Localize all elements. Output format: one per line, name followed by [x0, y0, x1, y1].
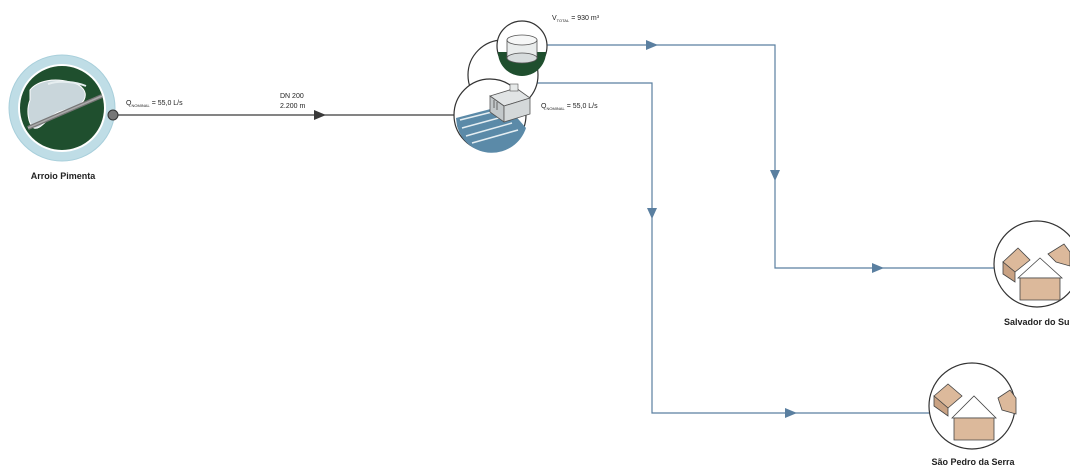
reservoir-volume-value: = 930 m³ — [571, 15, 599, 22]
city-node-salvador-do-sul[interactable]: Salvador do Sul — [993, 220, 1070, 327]
source-name-label: Arroio Pimenta — [31, 171, 97, 181]
flow-arrow-icon — [646, 40, 658, 50]
source-node[interactable]: Arroio Pimenta — [8, 54, 119, 181]
svg-text:VTOTAL= 930 m³: VTOTAL= 930 m³ — [552, 15, 600, 23]
source-flow-value: = 55,0 L/s — [152, 100, 183, 107]
svg-text:QNOMINAL= 55,0 L/s: QNOMINAL= 55,0 L/s — [541, 103, 598, 111]
flow-arrow-icon — [770, 170, 780, 181]
reservoir-tank-icon — [506, 34, 538, 64]
reservoir-node[interactable] — [496, 20, 548, 76]
treatment-complex[interactable] — [453, 20, 548, 153]
plant-flow-subscript: NOMINAL — [546, 106, 565, 111]
flow-arrow-icon — [872, 263, 884, 273]
flow-arrow-icon — [785, 408, 797, 418]
houses-icon — [933, 383, 1017, 441]
city-name-label: São Pedro da Serra — [931, 457, 1015, 467]
city-name-label: Salvador do Sul — [1004, 317, 1070, 327]
treatment-plant-node[interactable] — [453, 78, 531, 153]
source-flow-symbol: Q — [126, 100, 132, 107]
water-intake-icon — [27, 79, 103, 130]
source-flow-subscript: NOMINAL — [131, 103, 150, 108]
plant-flow-value: = 55,0 L/s — [567, 103, 598, 110]
reservoir-volume-symbol: V — [552, 15, 557, 22]
svg-text:QNOMINAL= 55,0 L/s: QNOMINAL= 55,0 L/s — [126, 100, 183, 108]
pipe-length-label: 2.200 m — [280, 103, 305, 110]
source-flow-label: QNOMINAL= 55,0 L/s — [126, 100, 183, 108]
treated-water-network — [525, 44, 1000, 414]
treatment-building-icon — [489, 83, 531, 123]
raw-water-pipeline — [115, 110, 460, 120]
treated-flow-arrows — [646, 40, 884, 418]
plant-flow-label: QNOMINAL= 55,0 L/s — [541, 103, 598, 111]
plant-flow-symbol: Q — [541, 103, 547, 110]
reservoir-volume-subscript: TOTAL — [557, 18, 570, 23]
houses-icon — [1002, 243, 1070, 301]
city-node-sao-pedro-da-serra[interactable]: São Pedro da Serra — [928, 362, 1017, 467]
reservoir-volume-label: VTOTAL= 930 m³ — [552, 15, 600, 23]
source-outlet-node — [107, 109, 119, 121]
pipe-to-salvador-do-sul — [533, 44, 1000, 269]
raw-pipe-flow-arrow-icon — [314, 110, 326, 120]
flow-arrow-icon — [647, 208, 657, 219]
pipe-diameter-label: DN 200 — [280, 93, 304, 100]
pipe-to-sao-pedro-da-serra — [525, 82, 935, 414]
